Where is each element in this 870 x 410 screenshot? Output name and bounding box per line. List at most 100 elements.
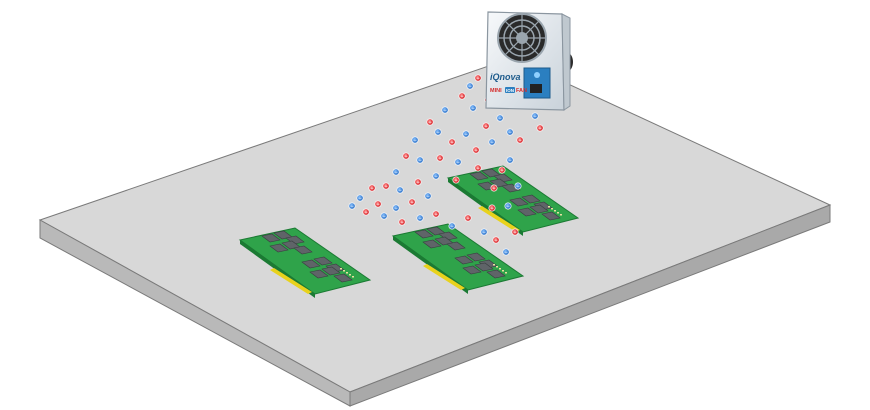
- positive-ion: +: [516, 136, 524, 144]
- memory-chip: [454, 255, 474, 265]
- positive-ion: +: [362, 208, 370, 216]
- gold-contact-strip: [423, 264, 465, 290]
- positive-ion: +: [432, 210, 440, 218]
- memory-chip: [486, 269, 506, 279]
- memory-chip: [333, 273, 353, 283]
- pcb-board-center: [391, 223, 525, 294]
- svg-text:−: −: [456, 161, 460, 166]
- svg-text:+: +: [476, 166, 480, 172]
- pcb-boards: [238, 165, 580, 298]
- memory-chip: [517, 207, 537, 217]
- positive-ion: +: [498, 166, 506, 174]
- memory-chip: [466, 252, 486, 262]
- ionizer-brand-label: iQnova: [490, 72, 521, 82]
- svg-text:−: −: [443, 109, 447, 114]
- negative-ion: −: [416, 156, 424, 164]
- memory-chip: [521, 194, 541, 204]
- negative-ion: −: [514, 182, 522, 190]
- svg-text:+: +: [434, 212, 438, 218]
- smd-component: [505, 272, 507, 274]
- memory-chip: [469, 171, 489, 181]
- positive-ion: +: [536, 124, 544, 132]
- positive-ion: +: [464, 214, 472, 222]
- memory-chip: [422, 239, 442, 249]
- positive-ion: +: [426, 118, 434, 126]
- svg-text:+: +: [518, 138, 522, 144]
- svg-text:+: +: [538, 126, 542, 132]
- svg-text:+: +: [476, 76, 480, 82]
- svg-text:−: −: [398, 189, 402, 194]
- negative-ion: −: [432, 172, 440, 180]
- svg-text:−: −: [394, 207, 398, 212]
- positive-ion: +: [488, 204, 496, 212]
- memory-chip: [529, 204, 549, 214]
- svg-text:+: +: [492, 186, 496, 192]
- svg-text:−: −: [508, 159, 512, 164]
- svg-text:−: −: [413, 139, 417, 144]
- negative-ion: −: [356, 194, 364, 202]
- svg-text:+: +: [474, 148, 478, 154]
- negative-ion: −: [506, 128, 514, 136]
- memory-chip: [261, 233, 281, 243]
- positive-ion: +: [408, 198, 416, 206]
- smd-component: [346, 272, 348, 274]
- svg-text:+: +: [494, 238, 498, 244]
- positive-ion: +: [472, 146, 480, 154]
- positive-ion: +: [492, 236, 500, 244]
- svg-text:−: −: [418, 217, 422, 222]
- svg-text:−: −: [450, 225, 454, 230]
- positive-ion: +: [402, 152, 410, 160]
- svg-text:+: +: [450, 140, 454, 146]
- svg-text:+: +: [500, 168, 504, 174]
- memory-chip: [293, 245, 313, 255]
- svg-text:+: +: [438, 156, 442, 162]
- pcb-board-right: [446, 165, 580, 236]
- negative-ion: −: [488, 138, 496, 146]
- svg-text:−: −: [468, 85, 472, 90]
- gold-contact-strip: [478, 206, 520, 232]
- svg-text:+: +: [384, 184, 388, 190]
- svg-text:+: +: [376, 202, 380, 208]
- positive-ion: +: [490, 184, 498, 192]
- smd-component: [496, 266, 498, 268]
- svg-text:−: −: [516, 185, 520, 190]
- positive-ion: +: [511, 228, 519, 236]
- smd-component: [548, 206, 550, 208]
- fan-grille: [497, 13, 547, 63]
- svg-text:−: −: [418, 159, 422, 164]
- svg-text:+: +: [416, 180, 420, 186]
- svg-text:+: +: [410, 200, 414, 206]
- positive-ion: +: [474, 74, 482, 82]
- negative-ion: −: [469, 104, 477, 112]
- pcb-board-left: [238, 227, 372, 298]
- negative-ion: −: [504, 202, 512, 210]
- ionizer-model-prefix: MINI: [490, 88, 502, 94]
- negative-ion: −: [480, 228, 488, 236]
- svg-text:−: −: [382, 215, 386, 220]
- svg-text:−: −: [394, 171, 398, 176]
- positive-ion: +: [482, 122, 490, 130]
- svg-text:+: +: [460, 94, 464, 100]
- svg-text:+: +: [466, 216, 470, 222]
- smd-component: [493, 264, 495, 266]
- smd-component: [352, 276, 354, 278]
- negative-ion: −: [348, 202, 356, 210]
- negative-ion: −: [506, 156, 514, 164]
- positive-ion: +: [414, 178, 422, 186]
- ionizer-indicator-light: [534, 72, 540, 78]
- negative-ion: −: [396, 186, 404, 194]
- negative-ion: −: [411, 136, 419, 144]
- svg-text:−: −: [506, 205, 510, 210]
- smd-component: [557, 212, 559, 214]
- positive-ion: +: [436, 154, 444, 162]
- positive-ion: +: [398, 218, 406, 226]
- negative-ion: −: [502, 248, 510, 256]
- svg-text:+: +: [513, 230, 517, 236]
- ionizer-model-badge-bg: [505, 87, 515, 93]
- smd-component: [554, 210, 556, 212]
- negative-ion: −: [531, 112, 539, 120]
- positive-ion: +: [448, 138, 456, 146]
- svg-text:+: +: [428, 120, 432, 126]
- negative-ion: −: [392, 204, 400, 212]
